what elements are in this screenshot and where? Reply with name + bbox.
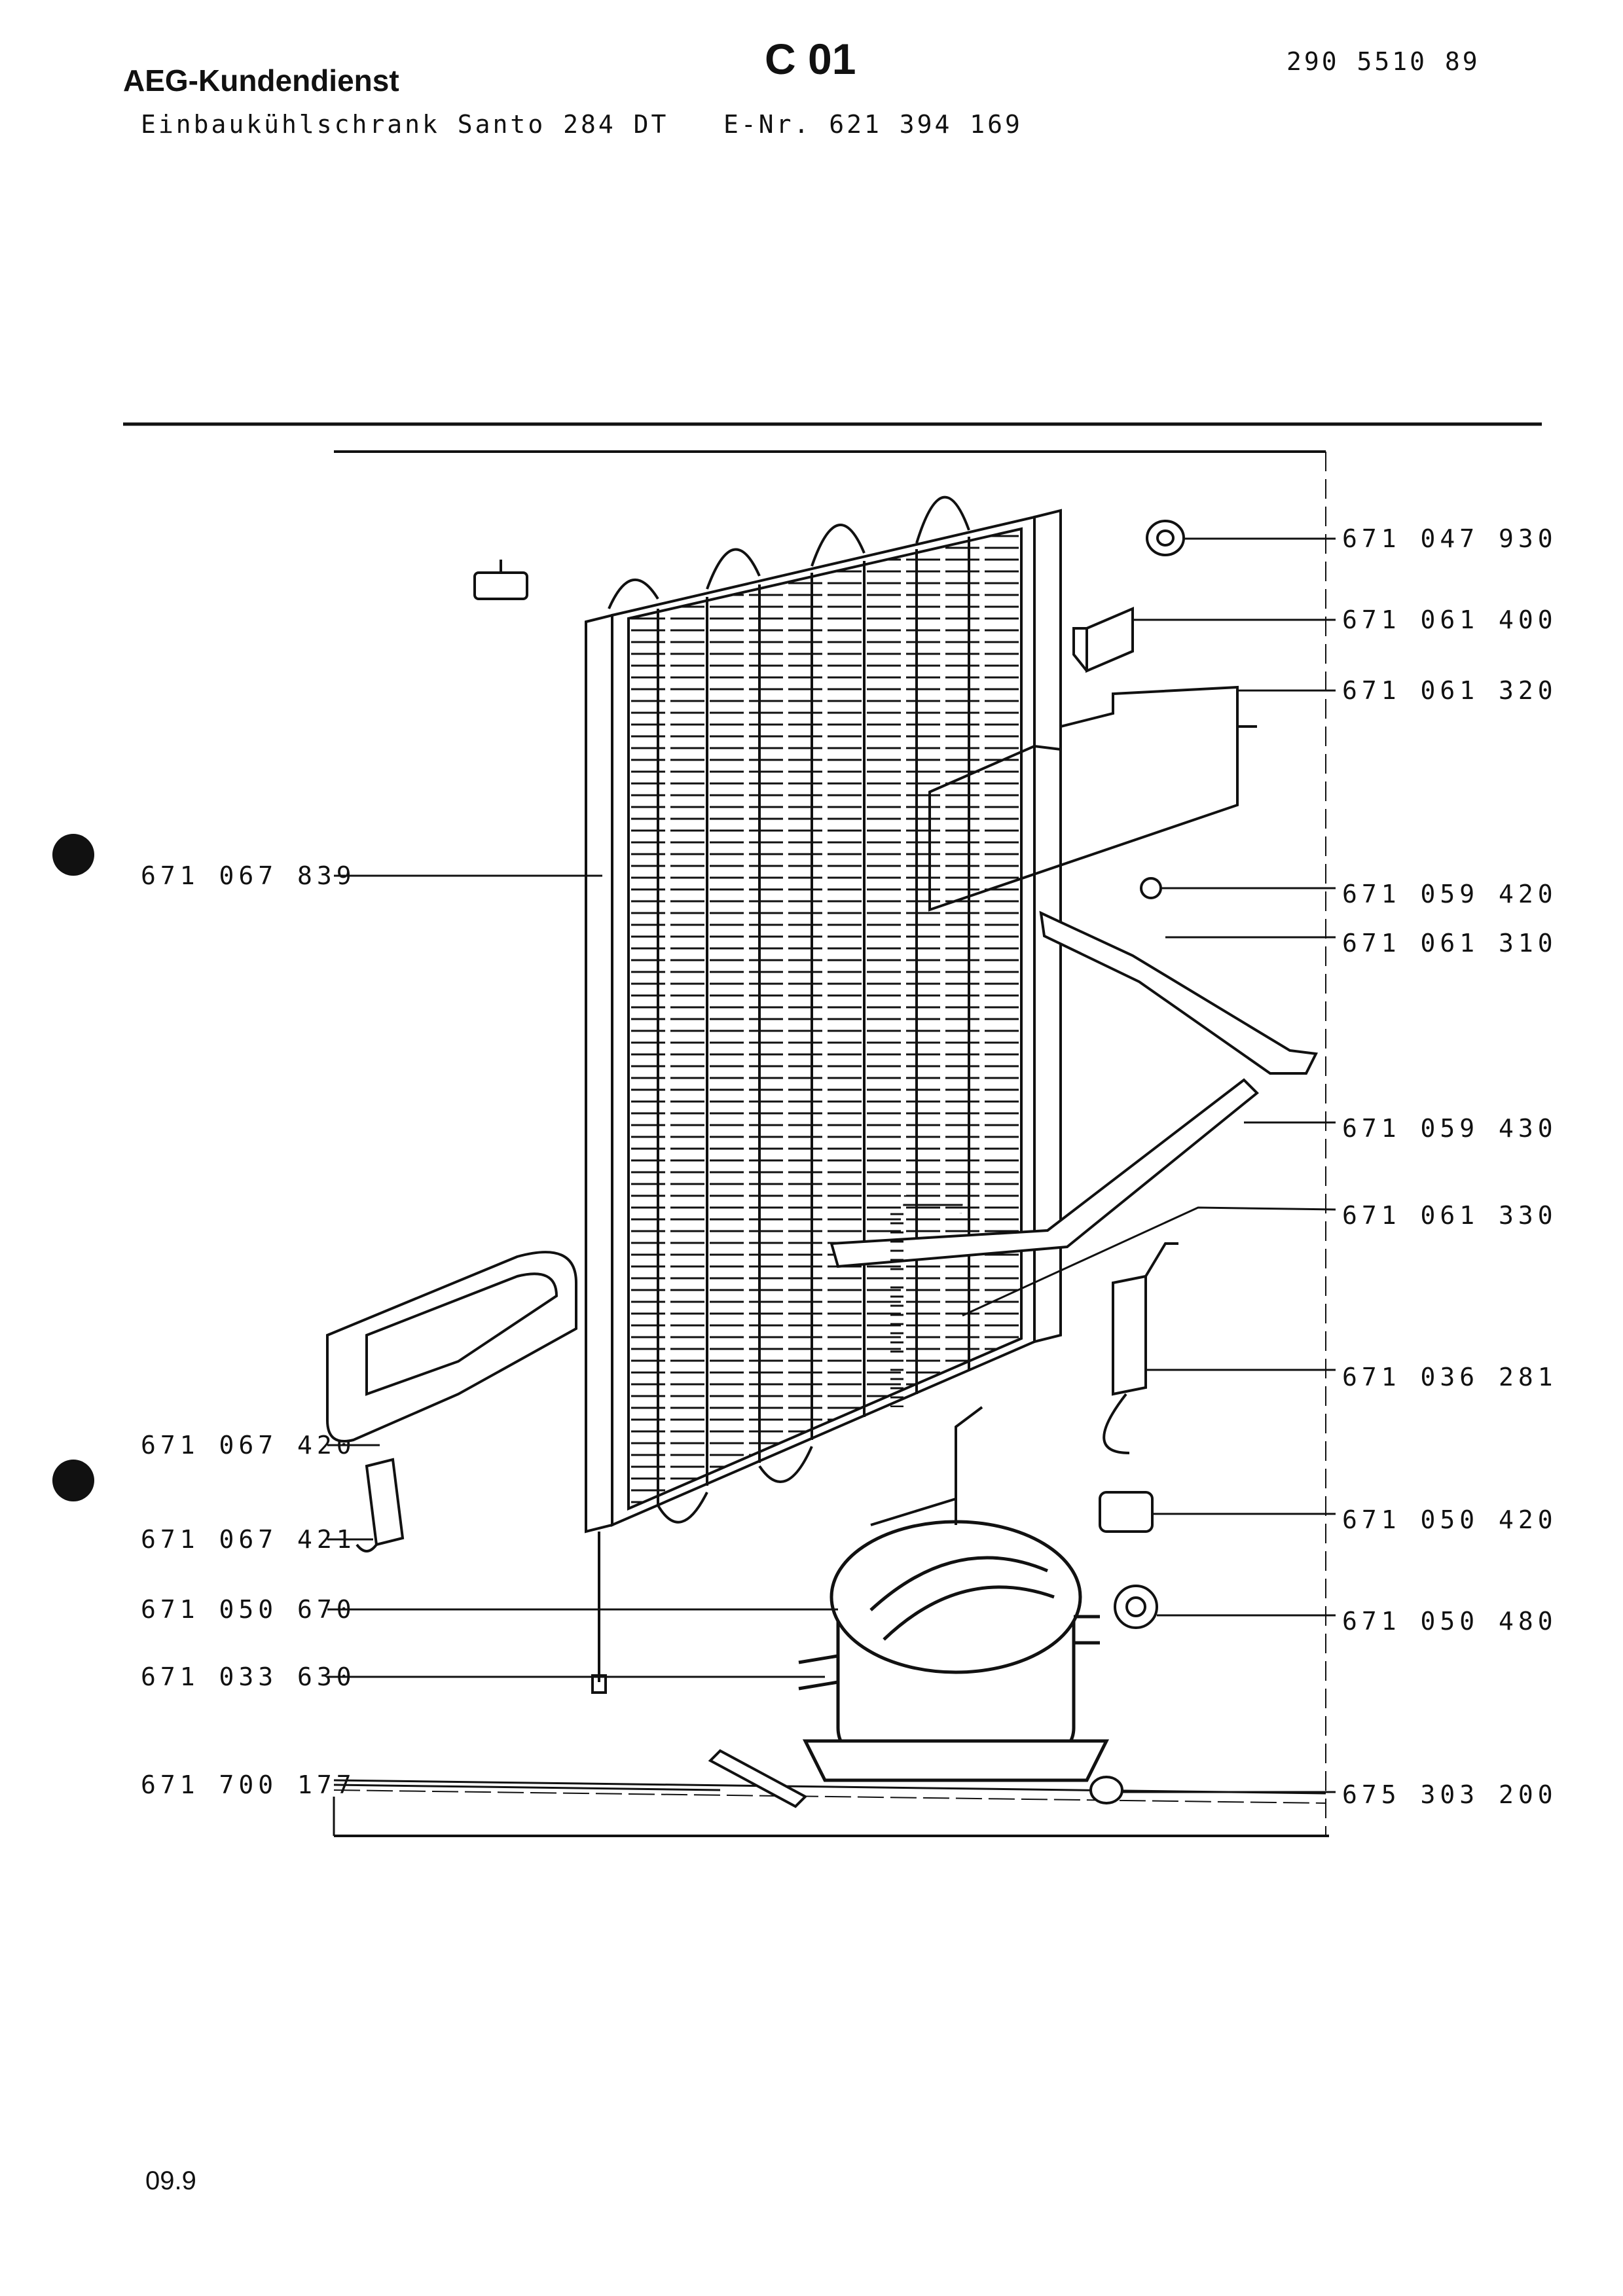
- part-number-left: 671 067 839: [141, 861, 356, 890]
- plug-part: [1140, 877, 1162, 899]
- drain-trough: [830, 1078, 1259, 1268]
- part-number-left: 671 050 670: [141, 1595, 356, 1624]
- condenser: [585, 495, 1062, 1694]
- thermostat-part: [1112, 1274, 1147, 1396]
- leader-lines-left: [327, 874, 838, 1791]
- marker-dot: [52, 1460, 94, 1501]
- part-number-right: 671 059 430: [1342, 1114, 1558, 1143]
- holder-part: [356, 1458, 405, 1552]
- part-number-right: 671 050 420: [1342, 1505, 1558, 1534]
- brand-title: AEG-Kundendienst: [123, 63, 399, 98]
- part-number-right: 675 303 200: [1342, 1780, 1558, 1809]
- drain-channel: [1039, 910, 1319, 1075]
- part-number-left: 671 067 420: [141, 1431, 356, 1460]
- part-number-right: 671 061 320: [1342, 676, 1558, 705]
- cover-part: [1085, 606, 1134, 673]
- grommet-part: [1146, 520, 1185, 556]
- part-number-right: 671 061 310: [1342, 929, 1558, 958]
- clip-part: [473, 560, 528, 600]
- section-code: C 01: [765, 35, 856, 83]
- mounting-rail: [708, 1749, 808, 1808]
- part-number-right: 671 036 281: [1342, 1363, 1558, 1391]
- part-number-left: 671 033 630: [141, 1662, 356, 1691]
- overload-part: [1114, 1585, 1158, 1629]
- nut-part: [1089, 1776, 1123, 1804]
- relay-part: [1099, 1491, 1154, 1533]
- e-number: E-Nr. 621 394 169: [723, 110, 1023, 139]
- part-number-right: 671 061 400: [1342, 605, 1558, 634]
- marker-dot: [52, 834, 94, 876]
- heater-wire: [928, 685, 1239, 912]
- drip-tray: [326, 1251, 577, 1443]
- document-number: 290 5510 89: [1286, 47, 1480, 76]
- part-number-right: 671 050 480: [1342, 1607, 1558, 1636]
- date-code: 09.9: [145, 2166, 196, 2195]
- part-number-right: 671 047 930: [1342, 524, 1558, 553]
- part-number-left: 671 700 177: [141, 1770, 356, 1799]
- part-number-right: 671 059 420: [1342, 880, 1558, 908]
- compressor: [798, 1406, 1110, 1782]
- model-name: Einbaukühlschrank Santo 284 DT: [141, 110, 669, 139]
- part-number-left: 671 067 421: [141, 1525, 356, 1554]
- leader-lines-right: [962, 537, 1336, 1793]
- part-number-right: 671 061 330: [1342, 1201, 1558, 1230]
